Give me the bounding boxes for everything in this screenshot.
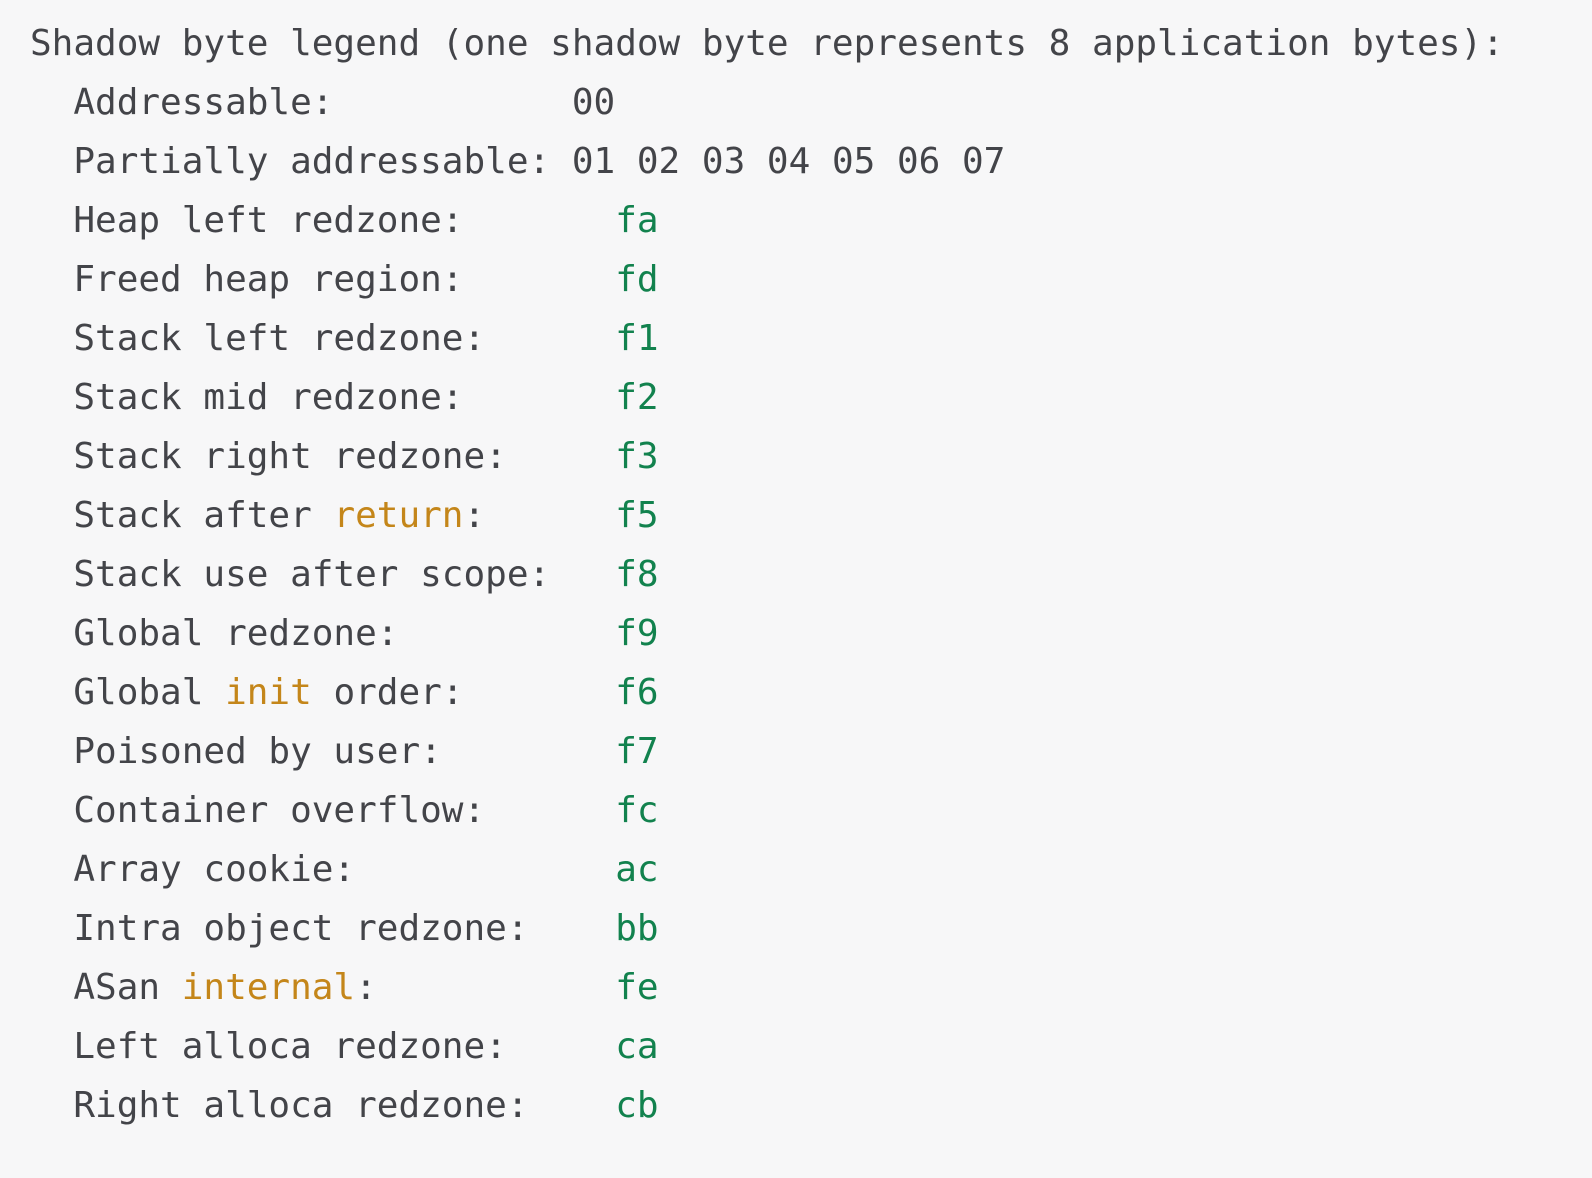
legend-row: Global redzone: f9 [30,604,1592,663]
legend-row: Stack mid redzone: f2 [30,368,1592,427]
legend-row: Right alloca redzone: cb [30,1076,1592,1135]
legend-text: 00 [571,82,616,123]
legend-row: Intra object redzone: bb [30,899,1592,958]
legend-text: Addressable: [30,82,572,123]
shadow-byte-value: f2 [615,377,659,418]
legend-text: Freed heap region: [30,259,616,300]
legend-text: : [355,967,616,1008]
legend-row: Global init order: f6 [30,663,1592,722]
shadow-byte-value: f8 [615,554,659,595]
legend-text: Intra object redzone: [30,908,616,949]
legend-text: 01 02 03 04 05 06 07 [571,141,1006,182]
legend-row: Left alloca redzone: ca [30,1017,1592,1076]
legend-text: Stack left redzone: [30,318,616,359]
shadow-byte-value: f1 [615,318,659,359]
legend-text: Stack mid redzone: [30,377,616,418]
legend-text: Container overflow: [30,790,616,831]
legend-row: Stack use after scope: f8 [30,545,1592,604]
legend-text: Global redzone: [30,613,616,654]
shadow-byte-value: fe [615,967,659,1008]
shadow-byte-value: f5 [615,495,659,536]
shadow-byte-value: f7 [615,731,659,772]
legend-text: Array cookie: [30,849,616,890]
legend-row: Stack right redzone: f3 [30,427,1592,486]
shadow-byte-value: fc [615,790,659,831]
highlighted-keyword: internal [181,967,356,1008]
legend-row: Container overflow: fc [30,781,1592,840]
shadow-byte-legend: Shadow byte legend (one shadow byte repr… [30,23,1592,1135]
legend-text: order: [311,672,616,713]
legend-row: Array cookie: ac [30,840,1592,899]
legend-title: Shadow byte legend (one shadow byte repr… [30,23,1504,64]
legend-text: Heap left redzone: [30,200,616,241]
legend-row: Freed heap region: fd [30,250,1592,309]
shadow-byte-value: bb [615,908,659,949]
legend-text: Stack use after scope: [30,554,616,595]
legend-text: : [463,495,616,536]
legend-row: Stack left redzone: f1 [30,309,1592,368]
shadow-byte-value: cb [615,1085,659,1126]
legend-row: Heap left redzone: fa [30,191,1592,250]
shadow-byte-value: ac [615,849,659,890]
legend-text: Poisoned by user: [30,731,616,772]
legend-row: ASan internal: fe [30,958,1592,1017]
legend-text: Right alloca redzone: [30,1085,616,1126]
highlighted-keyword: return [333,495,464,536]
legend-row: Stack after return: f5 [30,486,1592,545]
legend-text: Stack right redzone: [30,436,616,477]
legend-text: ASan [30,967,182,1008]
legend-row: Poisoned by user: f7 [30,722,1592,781]
shadow-byte-value: f9 [615,613,659,654]
highlighted-keyword: init [225,672,312,713]
shadow-byte-value: fd [615,259,659,300]
legend-row: Partially addressable: 01 02 03 04 05 06… [30,132,1592,191]
legend-rows: Addressable: 00 Partially addressable: 0… [30,73,1592,1135]
shadow-byte-value: fa [615,200,659,241]
shadow-byte-value: f3 [615,436,659,477]
shadow-byte-value: ca [615,1026,659,1067]
legend-text: Global [30,672,226,713]
legend-row: Addressable: 00 [30,73,1592,132]
legend-text: Left alloca redzone: [30,1026,616,1067]
legend-text: Stack after [30,495,334,536]
legend-text: Partially addressable: [30,141,572,182]
shadow-byte-value: f6 [615,672,659,713]
